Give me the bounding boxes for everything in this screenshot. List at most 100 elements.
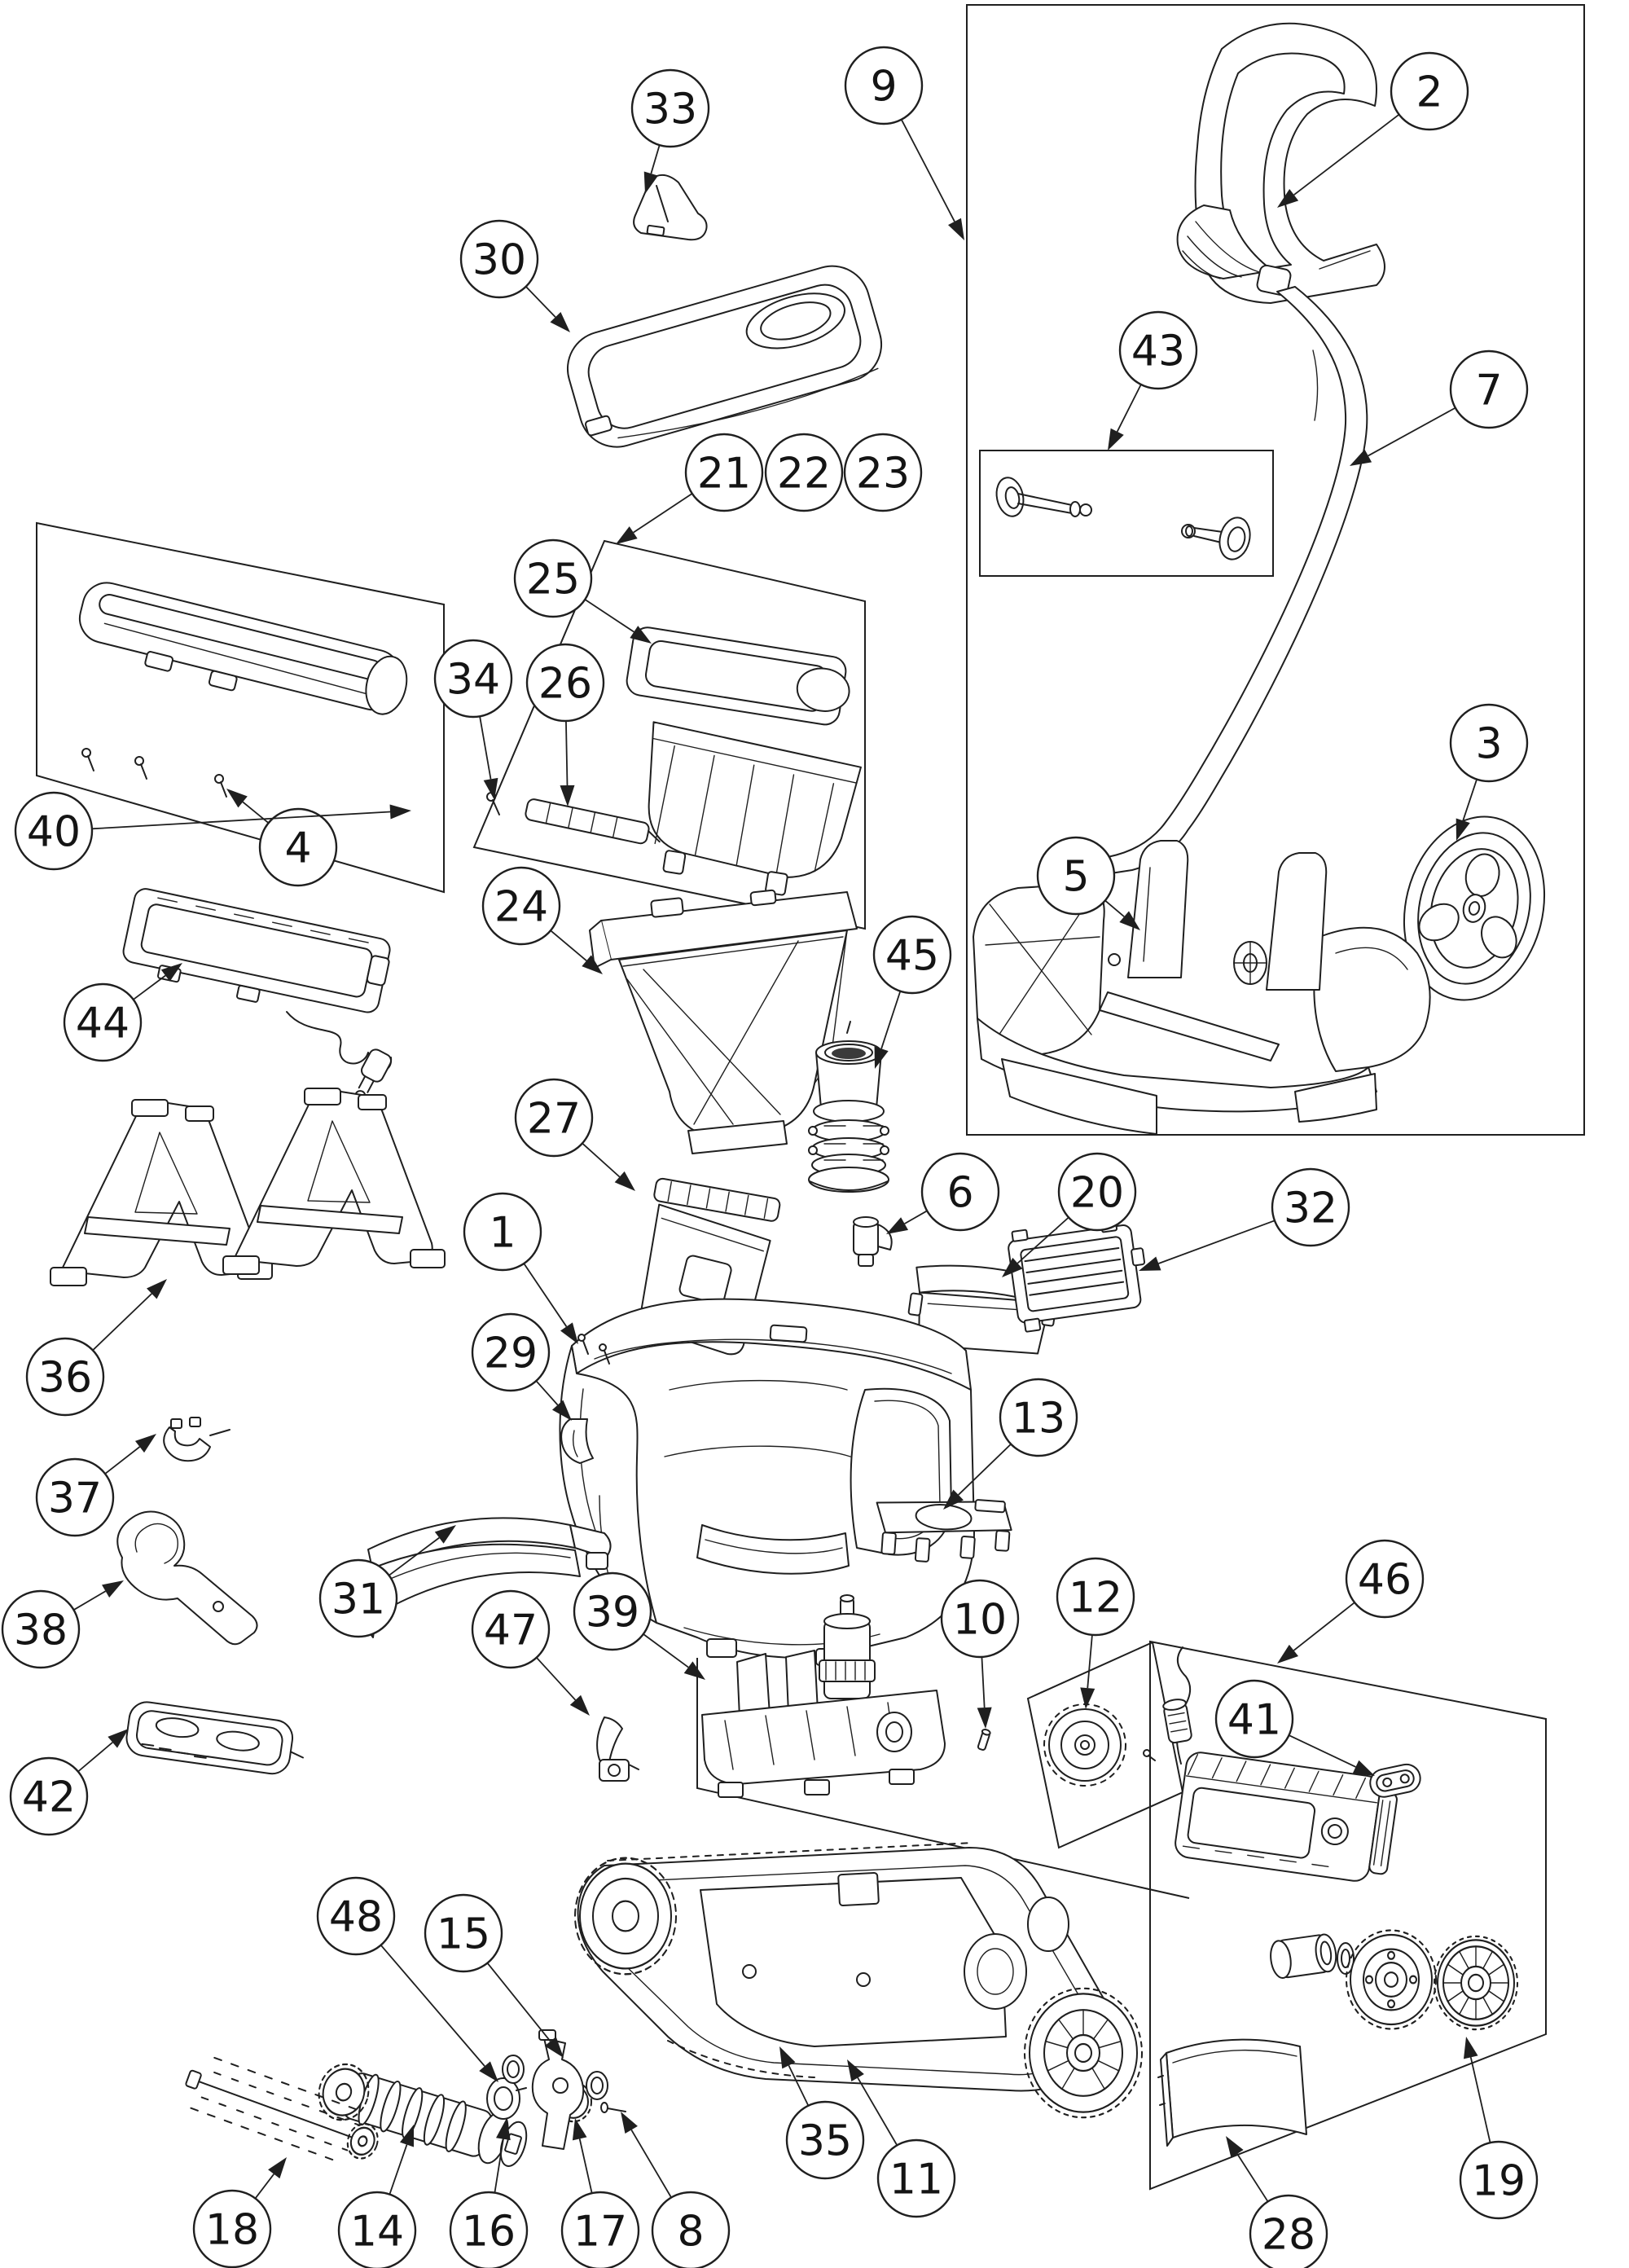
leader-line-37 (104, 1446, 141, 1475)
leader-arrowhead-39 (683, 1661, 705, 1680)
leader-line-21 (633, 493, 693, 534)
leader-arrowhead-6 (886, 1217, 909, 1234)
part-16-lock-ring (486, 2077, 527, 2120)
callout-label-36: 36 (38, 1354, 92, 1403)
part-24-debris-bucket (589, 889, 858, 1154)
part-41-connector (1369, 1763, 1421, 1798)
part-41-drive-motor (1162, 1646, 1421, 1882)
leader-arrowhead-46 (1277, 1644, 1298, 1664)
leader-line-33 (650, 144, 661, 174)
callout-label-28: 28 (1262, 2211, 1315, 2260)
callout-circle-31 (318, 1558, 398, 1638)
leader-arrowhead-47 (569, 1694, 590, 1716)
leader-line-19 (1469, 2057, 1491, 2143)
leader-line-46 (1293, 1602, 1355, 1651)
callout-label-21: 21 (697, 450, 751, 499)
part-31-bumper (357, 1517, 612, 1638)
callout-circle-45 (872, 915, 952, 995)
leader-arrowhead-48 (479, 2061, 498, 2082)
leader-arrowhead-11 (847, 2059, 864, 2081)
leader-arrowhead-5 (1119, 911, 1140, 930)
leader-line-2 (1293, 113, 1400, 196)
callout-label-32: 32 (1284, 1185, 1337, 1233)
part-5-caddy-chassis (973, 840, 1431, 1135)
callout-label-41: 41 (1227, 1696, 1281, 1745)
callout-label-29: 29 (484, 1330, 538, 1378)
leader-line-14 (389, 2144, 408, 2195)
leader-arrowhead-8 (621, 2112, 638, 2134)
part-26-filter-basket (525, 721, 862, 896)
callout-circle-19 (1459, 2140, 1539, 2220)
leader-line-8 (630, 2129, 672, 2198)
leader-line-26 (565, 720, 569, 786)
callout-circle-26 (525, 643, 605, 723)
callout-circle-21 (684, 433, 764, 512)
callout-circle-42 (9, 1756, 89, 1836)
part-18-bristle-brush (185, 2056, 379, 2162)
callout-circle-20 (1057, 1152, 1137, 1232)
callout-label-7: 7 (1475, 367, 1502, 415)
callout-label-16: 16 (462, 2208, 516, 2257)
callout-circle-33 (630, 68, 710, 148)
leader-arrowhead-19 (1463, 2037, 1478, 2059)
leader-arrowhead-17 (572, 2118, 587, 2141)
callout-label-30: 30 (472, 236, 526, 285)
callout-circle-18 (192, 2189, 272, 2268)
leader-line-10 (981, 1656, 986, 1708)
part-2-handle (1176, 22, 1385, 304)
callout-circle-13 (999, 1378, 1078, 1457)
part-15-tension-arm (502, 2029, 608, 2150)
leader-line-24 (550, 930, 587, 961)
leader-arrowhead-33 (643, 171, 658, 194)
drive-kit-box-46 (1149, 1640, 1547, 2191)
callout-circle-5 (1036, 836, 1116, 916)
callout-label-5: 5 (1062, 853, 1089, 902)
leader-arrowhead-37 (134, 1434, 156, 1453)
leader-arrowhead-38 (102, 1580, 124, 1598)
callout-label-15: 15 (437, 1910, 490, 1959)
leader-line-31 (389, 1536, 440, 1576)
callout-label-11: 11 (889, 2156, 943, 2204)
part-19-wheel-kit (1270, 1929, 1518, 2031)
leader-arrowhead-26 (560, 785, 575, 807)
leader-line-17 (578, 2138, 593, 2194)
callout-label-4: 4 (284, 824, 311, 873)
leader-line-42 (77, 1742, 113, 1773)
leader-line-29 (535, 1380, 559, 1406)
part-28-wheel-shield (1157, 2038, 1307, 2147)
leader-arrowhead-12 (1080, 1687, 1096, 1709)
part-6-nozzle (853, 1216, 893, 1267)
leader-line-18 (254, 2174, 274, 2200)
callout-circle-7 (1449, 349, 1529, 429)
callout-circle-23 (843, 433, 923, 512)
part-40-side-cover (78, 582, 408, 715)
callout-label-31: 31 (332, 1576, 385, 1624)
callout-circle-27 (514, 1078, 594, 1158)
leader-arrowhead-7 (1350, 449, 1372, 466)
callout-label-37: 37 (48, 1475, 102, 1523)
leader-arrowhead-18 (268, 2157, 287, 2179)
leader-line-39 (643, 1633, 689, 1668)
callout-label-27: 27 (527, 1095, 581, 1144)
callout-label-6: 6 (946, 1169, 973, 1218)
callout-circle-22 (764, 433, 844, 512)
part-33-float-cap (633, 174, 708, 241)
leader-arrowhead-13 (943, 1489, 964, 1510)
leader-arrowhead-29 (551, 1400, 572, 1421)
leader-line-34 (479, 716, 492, 780)
leader-arrowhead-10 (977, 1707, 992, 1729)
callout-label-34: 34 (446, 656, 500, 705)
leader-arrowhead-45 (874, 1046, 889, 1069)
part-37-clamp (163, 1417, 231, 1462)
part-8-pin (600, 2102, 626, 2113)
callout-label-45: 45 (885, 932, 939, 981)
cover-kit-box-40 (36, 521, 445, 894)
leader-line-25 (584, 599, 634, 633)
leader-arrowhead-20 (1002, 1257, 1023, 1277)
leader-arrowhead-27 (614, 1171, 635, 1191)
callout-circle-24 (481, 866, 561, 946)
callout-circle-15 (424, 1893, 503, 1973)
callout-label-13: 13 (1012, 1395, 1065, 1444)
